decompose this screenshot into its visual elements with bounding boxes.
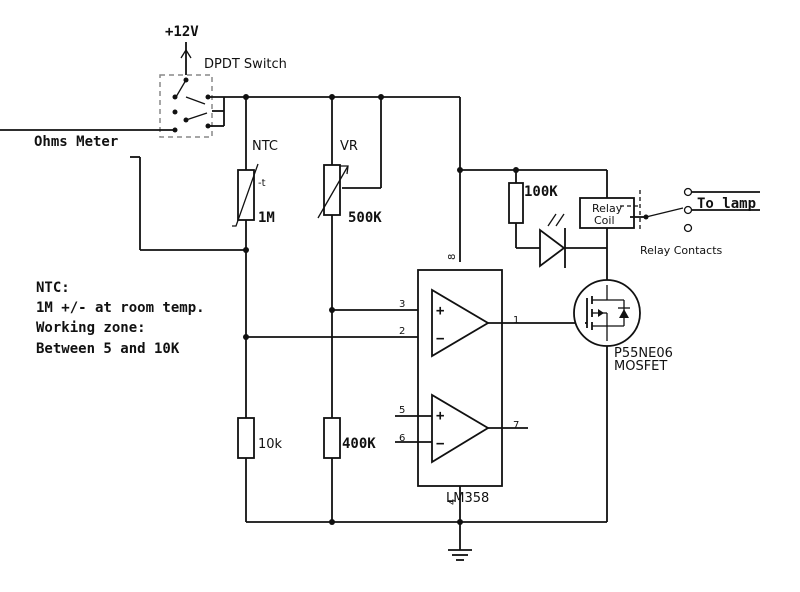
led xyxy=(539,213,566,268)
pin-1: 1 xyxy=(513,315,519,326)
variable-resistor: VR 500K xyxy=(317,139,382,226)
ntc-t-label: -t xyxy=(258,178,266,189)
relay-contacts: To lamp Relay Contacts xyxy=(620,187,760,257)
ohms-meter-leads: Ohms Meter xyxy=(0,129,246,251)
supply-label: +12V xyxy=(165,24,199,40)
relay-coil-label-2: Coil xyxy=(594,214,615,227)
opamp2-minus: − xyxy=(436,436,444,452)
dpdt-switch: DPDT Switch xyxy=(159,57,287,138)
lm358-label: LM358 xyxy=(446,491,489,506)
pin-2: 2 xyxy=(399,326,405,337)
r-10k-label: 10k xyxy=(258,437,283,452)
mosfet-label-1: P55NE06 xyxy=(614,346,673,361)
ohms-meter-label: Ohms Meter xyxy=(34,134,118,150)
relay-coil-label-1: Relay xyxy=(592,202,623,215)
pin-7: 7 xyxy=(513,420,519,431)
pin-4: 4 xyxy=(447,499,458,505)
relay-coil: Relay Coil xyxy=(579,197,635,229)
resistor-400k: 400K xyxy=(323,417,376,459)
supply-terminal: +12V xyxy=(165,24,199,75)
opamp2-plus: + xyxy=(436,408,444,424)
pin-3: 3 xyxy=(399,299,405,310)
ntc-value-label: 1M xyxy=(258,210,275,226)
ntc-thermistor: NTC -t 1M xyxy=(232,139,278,227)
note-line-3: Working zone: xyxy=(36,320,146,336)
mosfet-label-2: MOSFET xyxy=(614,359,667,374)
note-line-2: 1M +/- at room temp. xyxy=(36,300,205,316)
pin-5: 5 xyxy=(399,405,405,416)
dpdt-switch-label: DPDT Switch xyxy=(204,57,287,72)
opamp1-minus: − xyxy=(436,331,444,347)
mosfet: P55NE06 MOSFET xyxy=(573,279,673,374)
r-400k-label: 400K xyxy=(342,436,376,452)
resistor-100k: 100K xyxy=(508,182,558,224)
to-lamp-label: To lamp xyxy=(697,196,756,212)
ntc-label: NTC xyxy=(252,139,278,154)
ground-symbol xyxy=(448,549,472,561)
opamp1-plus: + xyxy=(436,303,444,319)
pin-6: 6 xyxy=(399,433,405,444)
vr-value-label: 500K xyxy=(348,210,382,226)
vr-label: VR xyxy=(340,139,358,154)
note-line-1: NTC: xyxy=(36,280,70,296)
resistor-10k: 10k xyxy=(237,417,283,459)
note-line-4: Between 5 and 10K xyxy=(36,341,180,357)
relay-contacts-label: Relay Contacts xyxy=(640,244,723,257)
r-100k-label: 100K xyxy=(524,184,558,200)
ntc-notes: NTC: 1M +/- at room temp. Working zone: … xyxy=(36,280,205,357)
pin-8: 8 xyxy=(447,254,458,260)
lm358-ic: + − + − LM358 8 3 2 1 5 6 7 4 xyxy=(399,254,519,506)
